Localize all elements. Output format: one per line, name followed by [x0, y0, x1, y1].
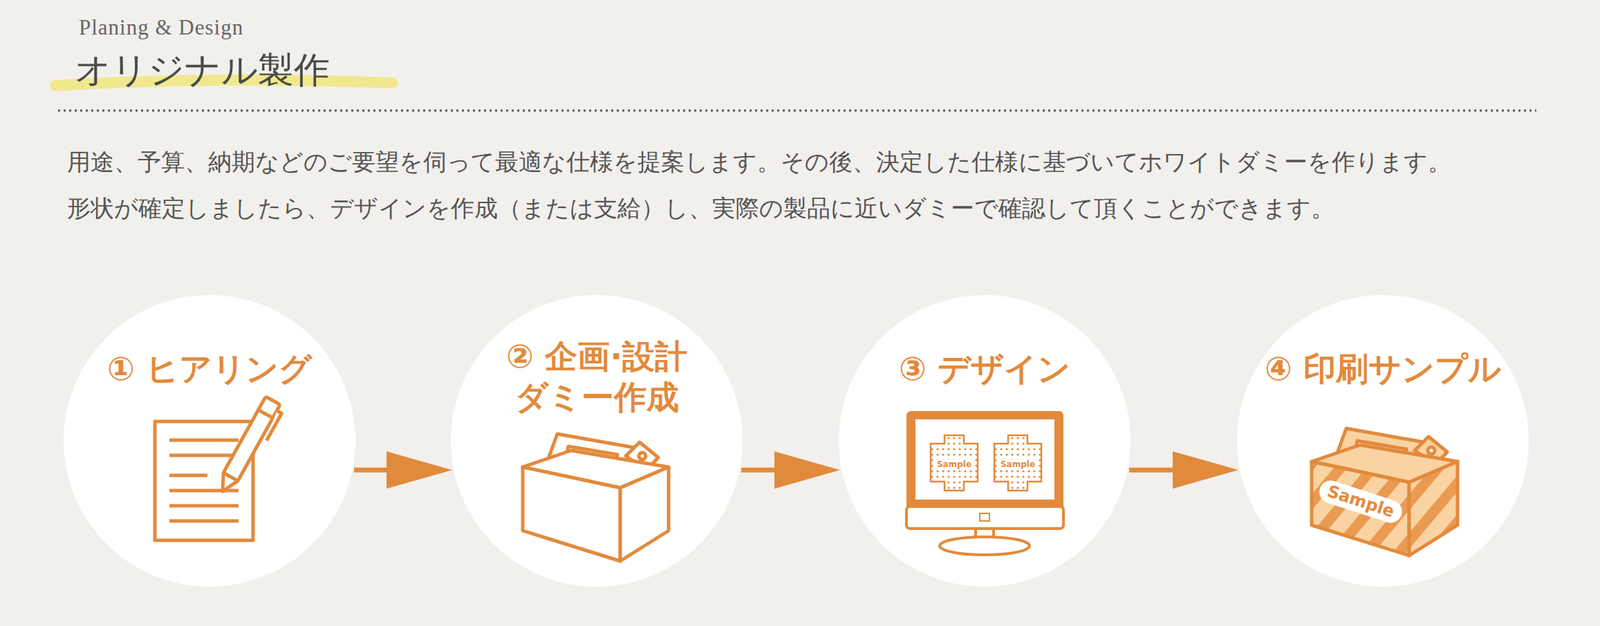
- flow-arrow: [354, 451, 453, 489]
- circle-fill: [63, 295, 356, 588]
- step-circle: ③ デザイン: [838, 295, 1131, 588]
- circle-outline: [63, 295, 356, 588]
- dummy-box-icon: [522, 434, 669, 562]
- step-title: ① ヒアリング: [78, 349, 341, 390]
- circle-outline: [1236, 295, 1529, 588]
- step-title: ③ デザイン: [853, 349, 1116, 390]
- subtitle: Planing & Design: [78, 15, 244, 41]
- sample-mark: Sample: [999, 459, 1037, 470]
- step-circle: ① ヒアリング: [63, 295, 356, 588]
- monitor-icon: [906, 411, 1064, 556]
- step-circle: ② 企画·設計 ダミー作成: [450, 295, 743, 588]
- circle-fill: [1236, 295, 1529, 588]
- intro-text: 用途、予算、納期などのご要望を伺って最適な仕様を提案します。その後、決定した仕様…: [67, 147, 1452, 177]
- flow-arrow: [741, 451, 841, 489]
- intro-text: 形状が確定しましたら、デザインを作成（または支給）し、実際の製品に近いダミーで確…: [67, 194, 1335, 223]
- arrow-head: [774, 451, 841, 489]
- step-circle: ④ 印刷サンプル: [1236, 295, 1529, 588]
- flow-arrow: [1129, 451, 1239, 489]
- step-title: ④ 印刷サンプル: [1251, 349, 1515, 390]
- arrow-head: [386, 451, 453, 489]
- dotted-rule: [58, 109, 1537, 113]
- arrow-shaft: [354, 468, 390, 473]
- circle-fill: [450, 295, 743, 588]
- memo-icon: [154, 396, 285, 541]
- step-title: ② 企画·設計 ダミー作成: [465, 336, 729, 419]
- arrow-shaft: [741, 468, 778, 473]
- circle-fill: [838, 295, 1131, 588]
- circle-outline: [838, 295, 1131, 588]
- sample-mark: Sample: [935, 459, 973, 470]
- arrow-shaft: [1129, 468, 1177, 473]
- sample-box-icon: [1311, 428, 1458, 556]
- arrow-head: [1172, 451, 1239, 489]
- page-title: オリジナル製作: [74, 48, 330, 92]
